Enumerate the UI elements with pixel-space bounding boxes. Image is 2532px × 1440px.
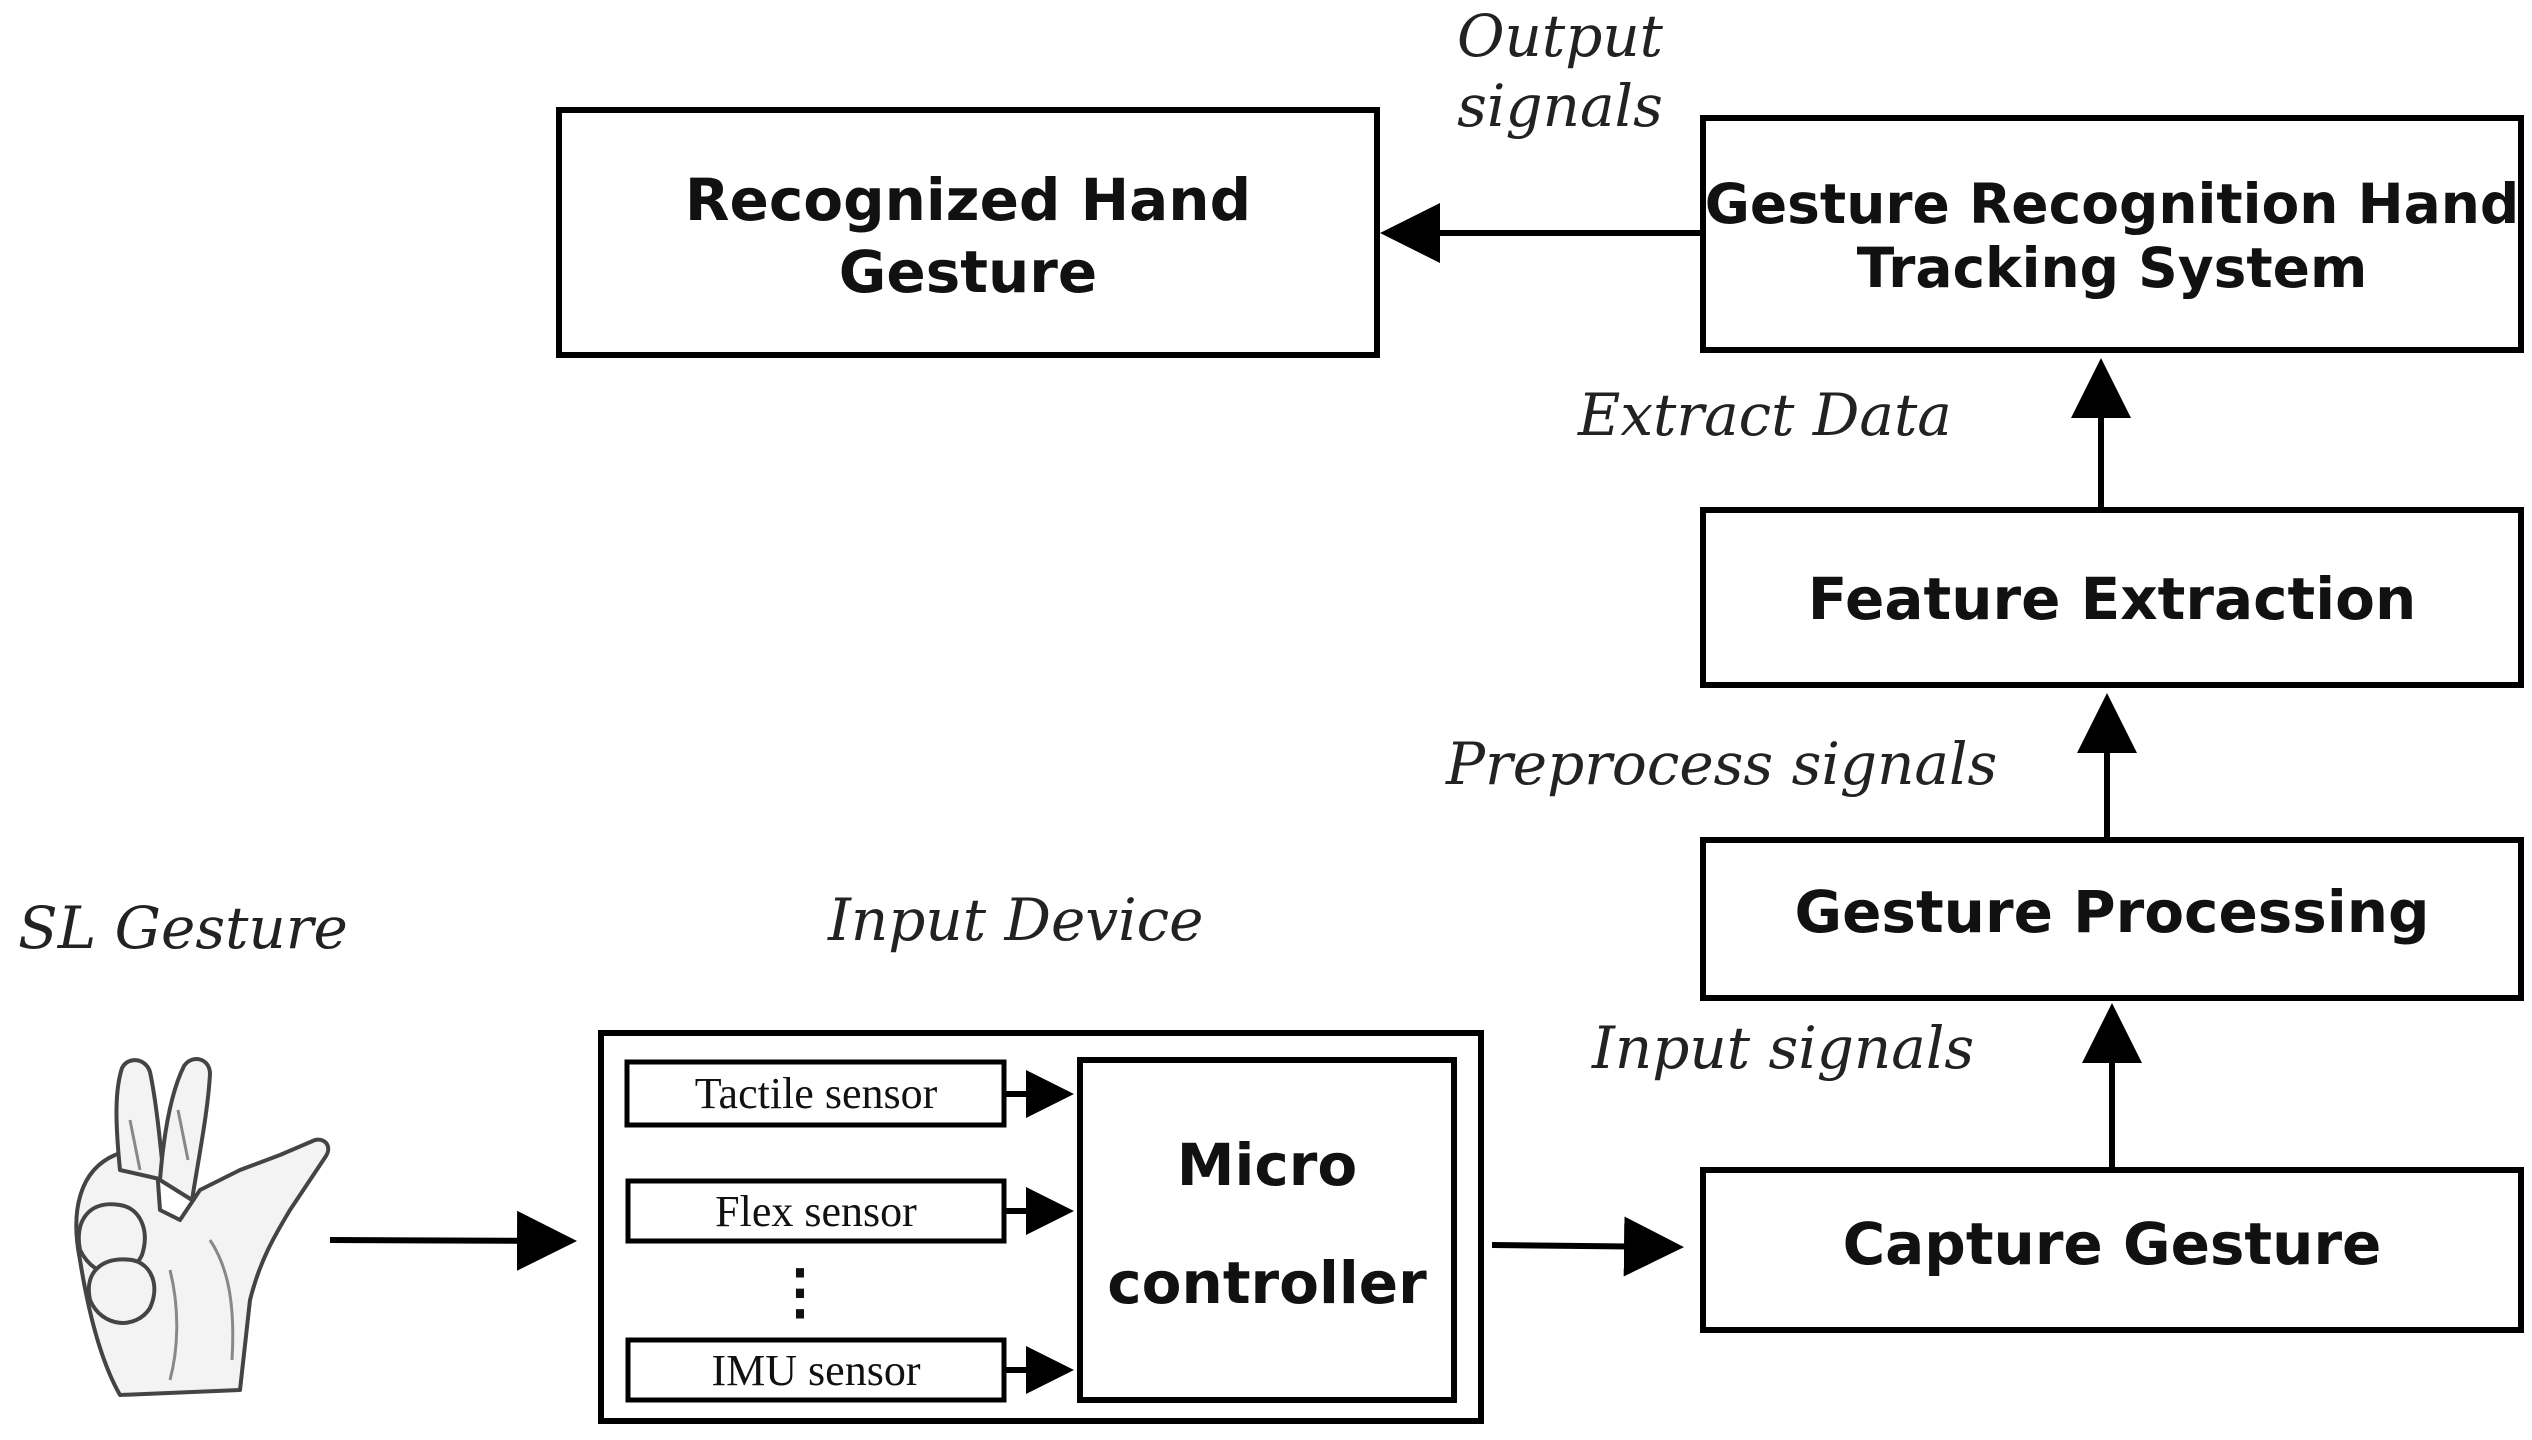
preprocess-signals-label: Preprocess signals	[1445, 730, 1997, 798]
capture-gesture-block: Capture Gesture	[1700, 1167, 2524, 1333]
hand-to-device-arrow	[329, 1210, 577, 1271]
recognized-hand-gesture-block: Recognized Hand Gesture	[556, 107, 1380, 358]
input-device-label: Input Device	[827, 886, 1203, 954]
recognized-line2: Gesture	[839, 238, 1097, 306]
capture-gesture-text: Capture Gesture	[1843, 1210, 2382, 1278]
input-device-box: Tactile sensor Flex sensor ⋮ IMU sensor …	[598, 1030, 1484, 1424]
gesture-processing-block: Gesture Processing	[1700, 837, 2524, 1001]
flex-sensor-text: Flex sensor	[715, 1187, 917, 1236]
output-signals-label-line2: signals	[1457, 72, 1663, 140]
sl-gesture-label: SL Gesture	[18, 894, 348, 962]
extract-data-label: Extract Data	[1577, 381, 1952, 449]
tactile-sensor-text: Tactile sensor	[695, 1069, 938, 1118]
recognition-line1: Gesture Recognition Hand	[1705, 172, 2520, 236]
gesture-recognition-system-block: Gesture Recognition Hand Tracking System	[1700, 115, 2524, 353]
feature-extraction-block: Feature Extraction	[1700, 507, 2524, 688]
input-signals-label: Input signals	[1591, 1014, 1974, 1082]
output-signals-label-line1: Output	[1457, 2, 1664, 70]
tactile-sensor-box: Tactile sensor	[624, 1059, 1007, 1128]
feature-extraction-text: Feature Extraction	[1808, 565, 2417, 633]
recognized-line1: Recognized Hand	[685, 166, 1251, 234]
micro-line1: Micro	[1177, 1131, 1357, 1199]
gesture-processing-text: Gesture Processing	[1794, 878, 2429, 946]
flex-sensor-box: Flex sensor	[625, 1178, 1007, 1244]
device-to-capture-arrow	[1491, 1216, 1684, 1277]
recognition-line2: Tracking System	[1857, 236, 2368, 300]
imu-sensor-text: IMU sensor	[712, 1346, 921, 1395]
microcontroller-box: Micro controller	[1077, 1057, 1457, 1403]
hand-gesture-illustration	[74, 1057, 331, 1397]
imu-sensor-box: IMU sensor	[625, 1337, 1007, 1403]
sensor-ellipsis: ⋮	[770, 1259, 830, 1325]
micro-line2: controller	[1107, 1249, 1427, 1317]
